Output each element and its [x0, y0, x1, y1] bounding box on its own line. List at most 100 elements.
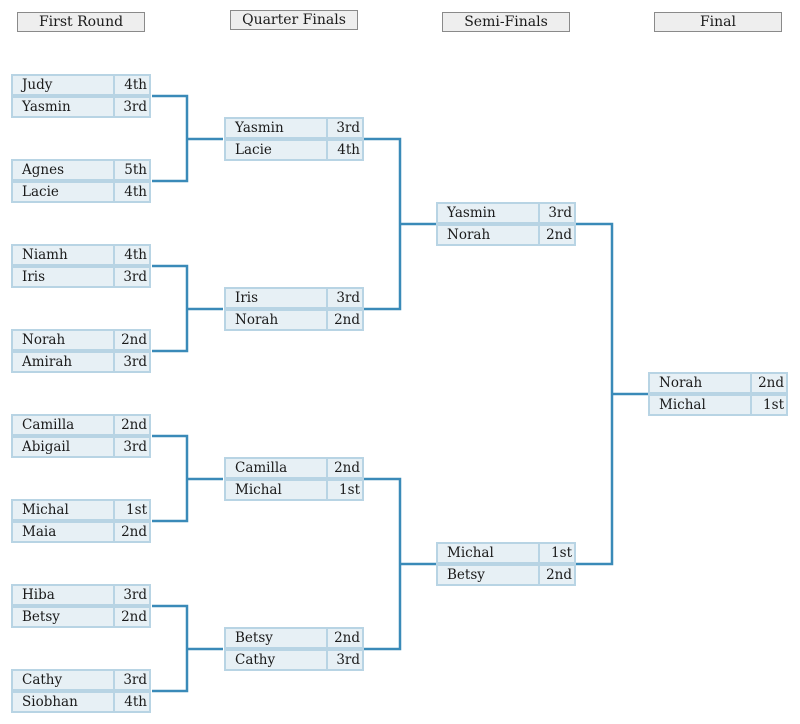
player-slot: Maia 2nd — [11, 521, 151, 543]
player-slot: Michal 1st — [11, 499, 151, 521]
player-slot: Abigail 3rd — [11, 436, 151, 458]
player-seed: 3rd — [113, 353, 149, 371]
match-sf-2: Michal 1st Betsy 2nd — [436, 542, 576, 587]
player-seed: 4th — [113, 183, 149, 201]
player-slot: Siobhan 4th — [11, 691, 151, 713]
match-r1-2: Agnes 5th Lacie 4th — [11, 159, 151, 204]
connector-r1-m1 — [152, 94, 223, 183]
player-name: Hiba — [22, 587, 55, 603]
player-name: Niamh — [22, 247, 68, 263]
player-name: Betsy — [235, 630, 273, 646]
match-qf-3: Camilla 2nd Michal 1st — [224, 457, 364, 502]
player-name: Camilla — [235, 460, 288, 476]
match-qf-1: Yasmin 3rd Lacie 4th — [224, 117, 364, 162]
player-seed: 4th — [113, 246, 149, 264]
player-seed: 3rd — [113, 98, 149, 116]
player-seed: 2nd — [750, 374, 786, 392]
player-slot: Betsy 2nd — [224, 627, 364, 649]
round-header-final: Final — [654, 12, 782, 32]
player-seed: 2nd — [113, 331, 149, 349]
round-header-semi-finals: Semi-Finals — [442, 12, 570, 32]
match-r1-1: Judy 4th Yasmin 3rd — [11, 74, 151, 119]
player-name: Cathy — [22, 672, 63, 688]
player-name: Agnes — [22, 162, 65, 178]
player-slot: Lacie 4th — [224, 139, 364, 161]
player-slot: Michal 1st — [648, 394, 788, 416]
match-final: Norah 2nd Michal 1st — [648, 372, 788, 417]
player-seed: 2nd — [326, 459, 362, 477]
match-r1-8: Cathy 3rd Siobhan 4th — [11, 669, 151, 714]
match-r1-7: Hiba 3rd Betsy 2nd — [11, 584, 151, 629]
player-slot: Cathy 3rd — [11, 669, 151, 691]
player-seed: 1st — [750, 396, 786, 414]
player-name: Camilla — [22, 417, 75, 433]
match-r1-3: Niamh 4th Iris 3rd — [11, 244, 151, 289]
player-name: Iris — [22, 269, 46, 285]
player-seed: 3rd — [326, 119, 362, 137]
player-seed: 3rd — [113, 586, 149, 604]
match-qf-4: Betsy 2nd Cathy 3rd — [224, 627, 364, 672]
player-slot: Norah 2nd — [11, 329, 151, 351]
player-slot: Lacie 4th — [11, 181, 151, 203]
player-slot: Norah 2nd — [648, 372, 788, 394]
player-name: Yasmin — [235, 120, 284, 136]
player-slot: Camilla 2nd — [11, 414, 151, 436]
player-slot: Norah 2nd — [436, 224, 576, 246]
player-name: Lacie — [235, 142, 272, 158]
player-seed: 4th — [113, 76, 149, 94]
player-name: Amirah — [22, 354, 73, 370]
player-seed: 1st — [326, 481, 362, 499]
player-seed: 2nd — [538, 566, 574, 584]
player-name: Norah — [22, 332, 66, 348]
player-name: Judy — [22, 77, 53, 93]
player-seed: 3rd — [326, 651, 362, 669]
round-header-quarter-finals: Quarter Finals — [230, 10, 358, 30]
player-seed: 2nd — [326, 311, 362, 329]
player-name: Norah — [235, 312, 279, 328]
player-slot: Agnes 5th — [11, 159, 151, 181]
player-seed: 3rd — [113, 268, 149, 286]
player-name: Abigail — [22, 439, 71, 455]
connector-qf-m1 — [364, 137, 436, 311]
player-slot: Hiba 3rd — [11, 584, 151, 606]
player-name: Cathy — [235, 652, 276, 668]
player-name: Yasmin — [447, 205, 496, 221]
player-name: Michal — [447, 545, 494, 561]
player-seed: 3rd — [113, 671, 149, 689]
player-slot: Cathy 3rd — [224, 649, 364, 671]
player-slot: Norah 2nd — [224, 309, 364, 331]
connector-qf-m2 — [364, 477, 436, 651]
player-name: Betsy — [447, 567, 485, 583]
match-qf-2: Iris 3rd Norah 2nd — [224, 287, 364, 332]
player-name: Maia — [22, 524, 57, 540]
player-name: Siobhan — [22, 694, 78, 710]
player-slot: Camilla 2nd — [224, 457, 364, 479]
player-slot: Yasmin 3rd — [11, 96, 151, 118]
player-seed: 2nd — [538, 226, 574, 244]
player-seed: 2nd — [326, 629, 362, 647]
player-seed: 3rd — [538, 204, 574, 222]
player-slot: Iris 3rd — [11, 266, 151, 288]
player-slot: Amirah 3rd — [11, 351, 151, 373]
player-seed: 2nd — [113, 523, 149, 541]
connector-r1-m3 — [152, 434, 223, 523]
player-name: Michal — [235, 482, 282, 498]
match-sf-1: Yasmin 3rd Norah 2nd — [436, 202, 576, 247]
player-name: Michal — [22, 502, 69, 518]
player-slot: Niamh 4th — [11, 244, 151, 266]
player-seed: 4th — [113, 693, 149, 711]
player-slot: Yasmin 3rd — [224, 117, 364, 139]
player-name: Yasmin — [22, 99, 71, 115]
player-name: Norah — [447, 227, 491, 243]
player-slot: Betsy 2nd — [436, 564, 576, 586]
player-seed: 2nd — [113, 608, 149, 626]
match-r1-6: Michal 1st Maia 2nd — [11, 499, 151, 544]
player-slot: Michal 1st — [436, 542, 576, 564]
connector-r1-m2 — [152, 264, 223, 353]
player-seed: 5th — [113, 161, 149, 179]
player-slot: Iris 3rd — [224, 287, 364, 309]
player-slot: Betsy 2nd — [11, 606, 151, 628]
player-seed: 1st — [538, 544, 574, 562]
player-name: Lacie — [22, 184, 59, 200]
